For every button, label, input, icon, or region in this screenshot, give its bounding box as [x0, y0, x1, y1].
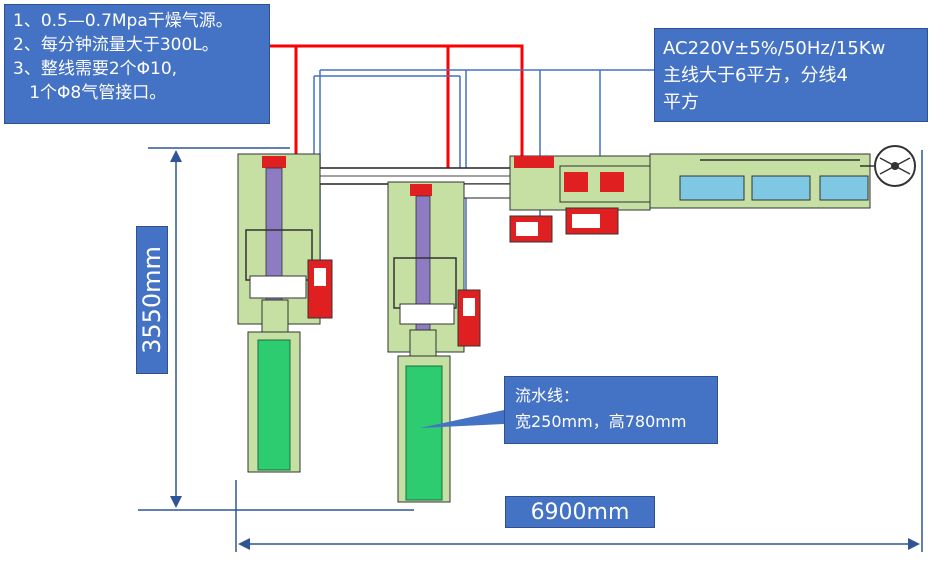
power-note-line-1: AC220V±5%/50Hz/15Kw — [663, 38, 886, 59]
ear-loop-machine-left — [237, 153, 333, 333]
air-note-line-4: 1个Φ8气管接口。 — [13, 83, 167, 103]
main-production-line — [509, 153, 871, 243]
air-supply-note: 1、0.5—0.7Mpa干燥气源。 2、每分钟流量大于300L。 3、整线需要2… — [4, 4, 270, 124]
conveyor-note: 流水线： 宽250mm，高780mm — [504, 376, 718, 444]
conveyor-note-line-2: 宽250mm，高780mm — [515, 412, 687, 431]
air-note-line-2: 2、每分钟流量大于300L。 — [13, 35, 219, 55]
wheel-icon — [860, 145, 916, 187]
conveyor-note-line-1: 流水线： — [515, 386, 580, 405]
power-note: AC220V±5%/50Hz/15Kw 主线大于6平方，分线4 平方 — [654, 28, 928, 122]
power-note-line-2: 主线大于6平方，分线4 — [663, 65, 848, 86]
height-dimension-label: 3550mm — [136, 226, 168, 374]
ear-loop-machine-right — [387, 181, 481, 361]
conveyor-right — [397, 355, 451, 503]
conveyor-callout-pointer — [420, 410, 504, 428]
height-dimension-arrow — [138, 147, 414, 511]
air-note-line-1: 1、0.5—0.7Mpa干燥气源。 — [13, 11, 233, 31]
conveyor-left — [247, 331, 301, 473]
power-note-line-3: 平方 — [663, 92, 699, 113]
height-dimension-text: 3550mm — [138, 246, 166, 354]
width-dimension-label: 6900mm — [505, 496, 655, 528]
air-note-line-3: 3、整线需要2个Φ10, — [13, 59, 178, 79]
width-dimension-arrow — [235, 150, 923, 552]
